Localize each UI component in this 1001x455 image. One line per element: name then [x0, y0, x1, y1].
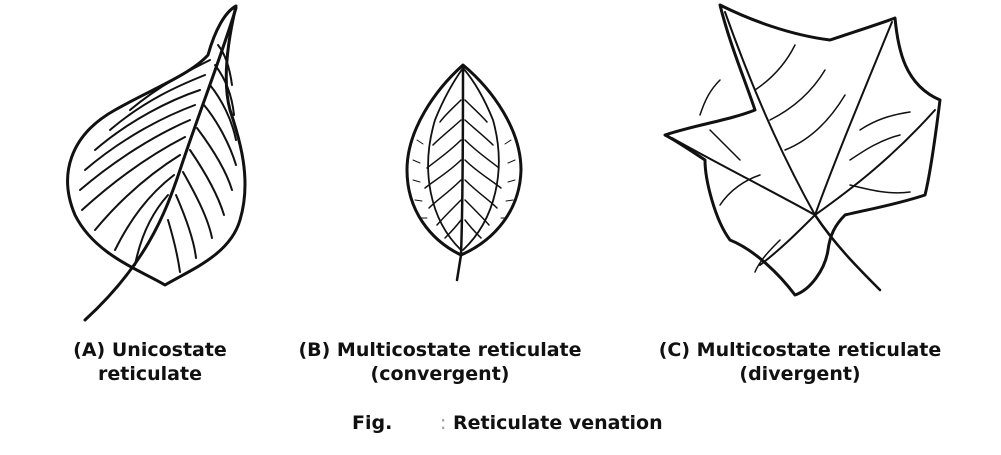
leaf-b-convergent-illustration	[405, 63, 523, 282]
leaf-c-outline	[663, 3, 942, 297]
leaf-b-cross-veins	[424, 99, 502, 239]
leaf-b-midrib	[455, 64, 465, 282]
leaf-b-rib-left-outer	[427, 67, 464, 251]
figure-label: Fig.	[352, 412, 393, 434]
caption-b-line2: (convergent)	[370, 363, 510, 385]
leaf-c-secondary-veins	[699, 44, 911, 273]
leaf-c-primary-ribs	[671, 11, 936, 266]
leaf-c-petiole	[813, 213, 882, 292]
caption-c-line1: (C) Multicostate reticulate	[658, 339, 942, 361]
leaf-a-outline	[66, 4, 247, 287]
caption-b: (B) Multicostate reticulate (convergent)	[290, 338, 590, 386]
figure-separator: :	[440, 412, 447, 434]
caption-a: (A) Unicostate reticulate	[50, 338, 250, 386]
leaf-b-margin-hatching	[412, 139, 516, 219]
leaf-c-divergent-illustration	[663, 3, 942, 297]
caption-a-line1: (A) Unicostate	[73, 339, 227, 361]
caption-c-line2: (divergent)	[739, 363, 861, 385]
leaf-a-midrib	[83, 6, 238, 322]
caption-a-line2: reticulate	[98, 363, 202, 385]
caption-b-line1: (B) Multicostate reticulate	[298, 339, 582, 361]
caption-c: (C) Multicostate reticulate (divergent)	[650, 338, 950, 386]
leaf-a-veins-left	[79, 59, 211, 266]
figure-title: Reticulate venation	[453, 412, 663, 434]
leaf-a-unicostate-illustration	[66, 4, 247, 322]
leaf-b-rib-right-outer	[462, 67, 500, 251]
leaf-a-veins-right	[167, 44, 237, 273]
